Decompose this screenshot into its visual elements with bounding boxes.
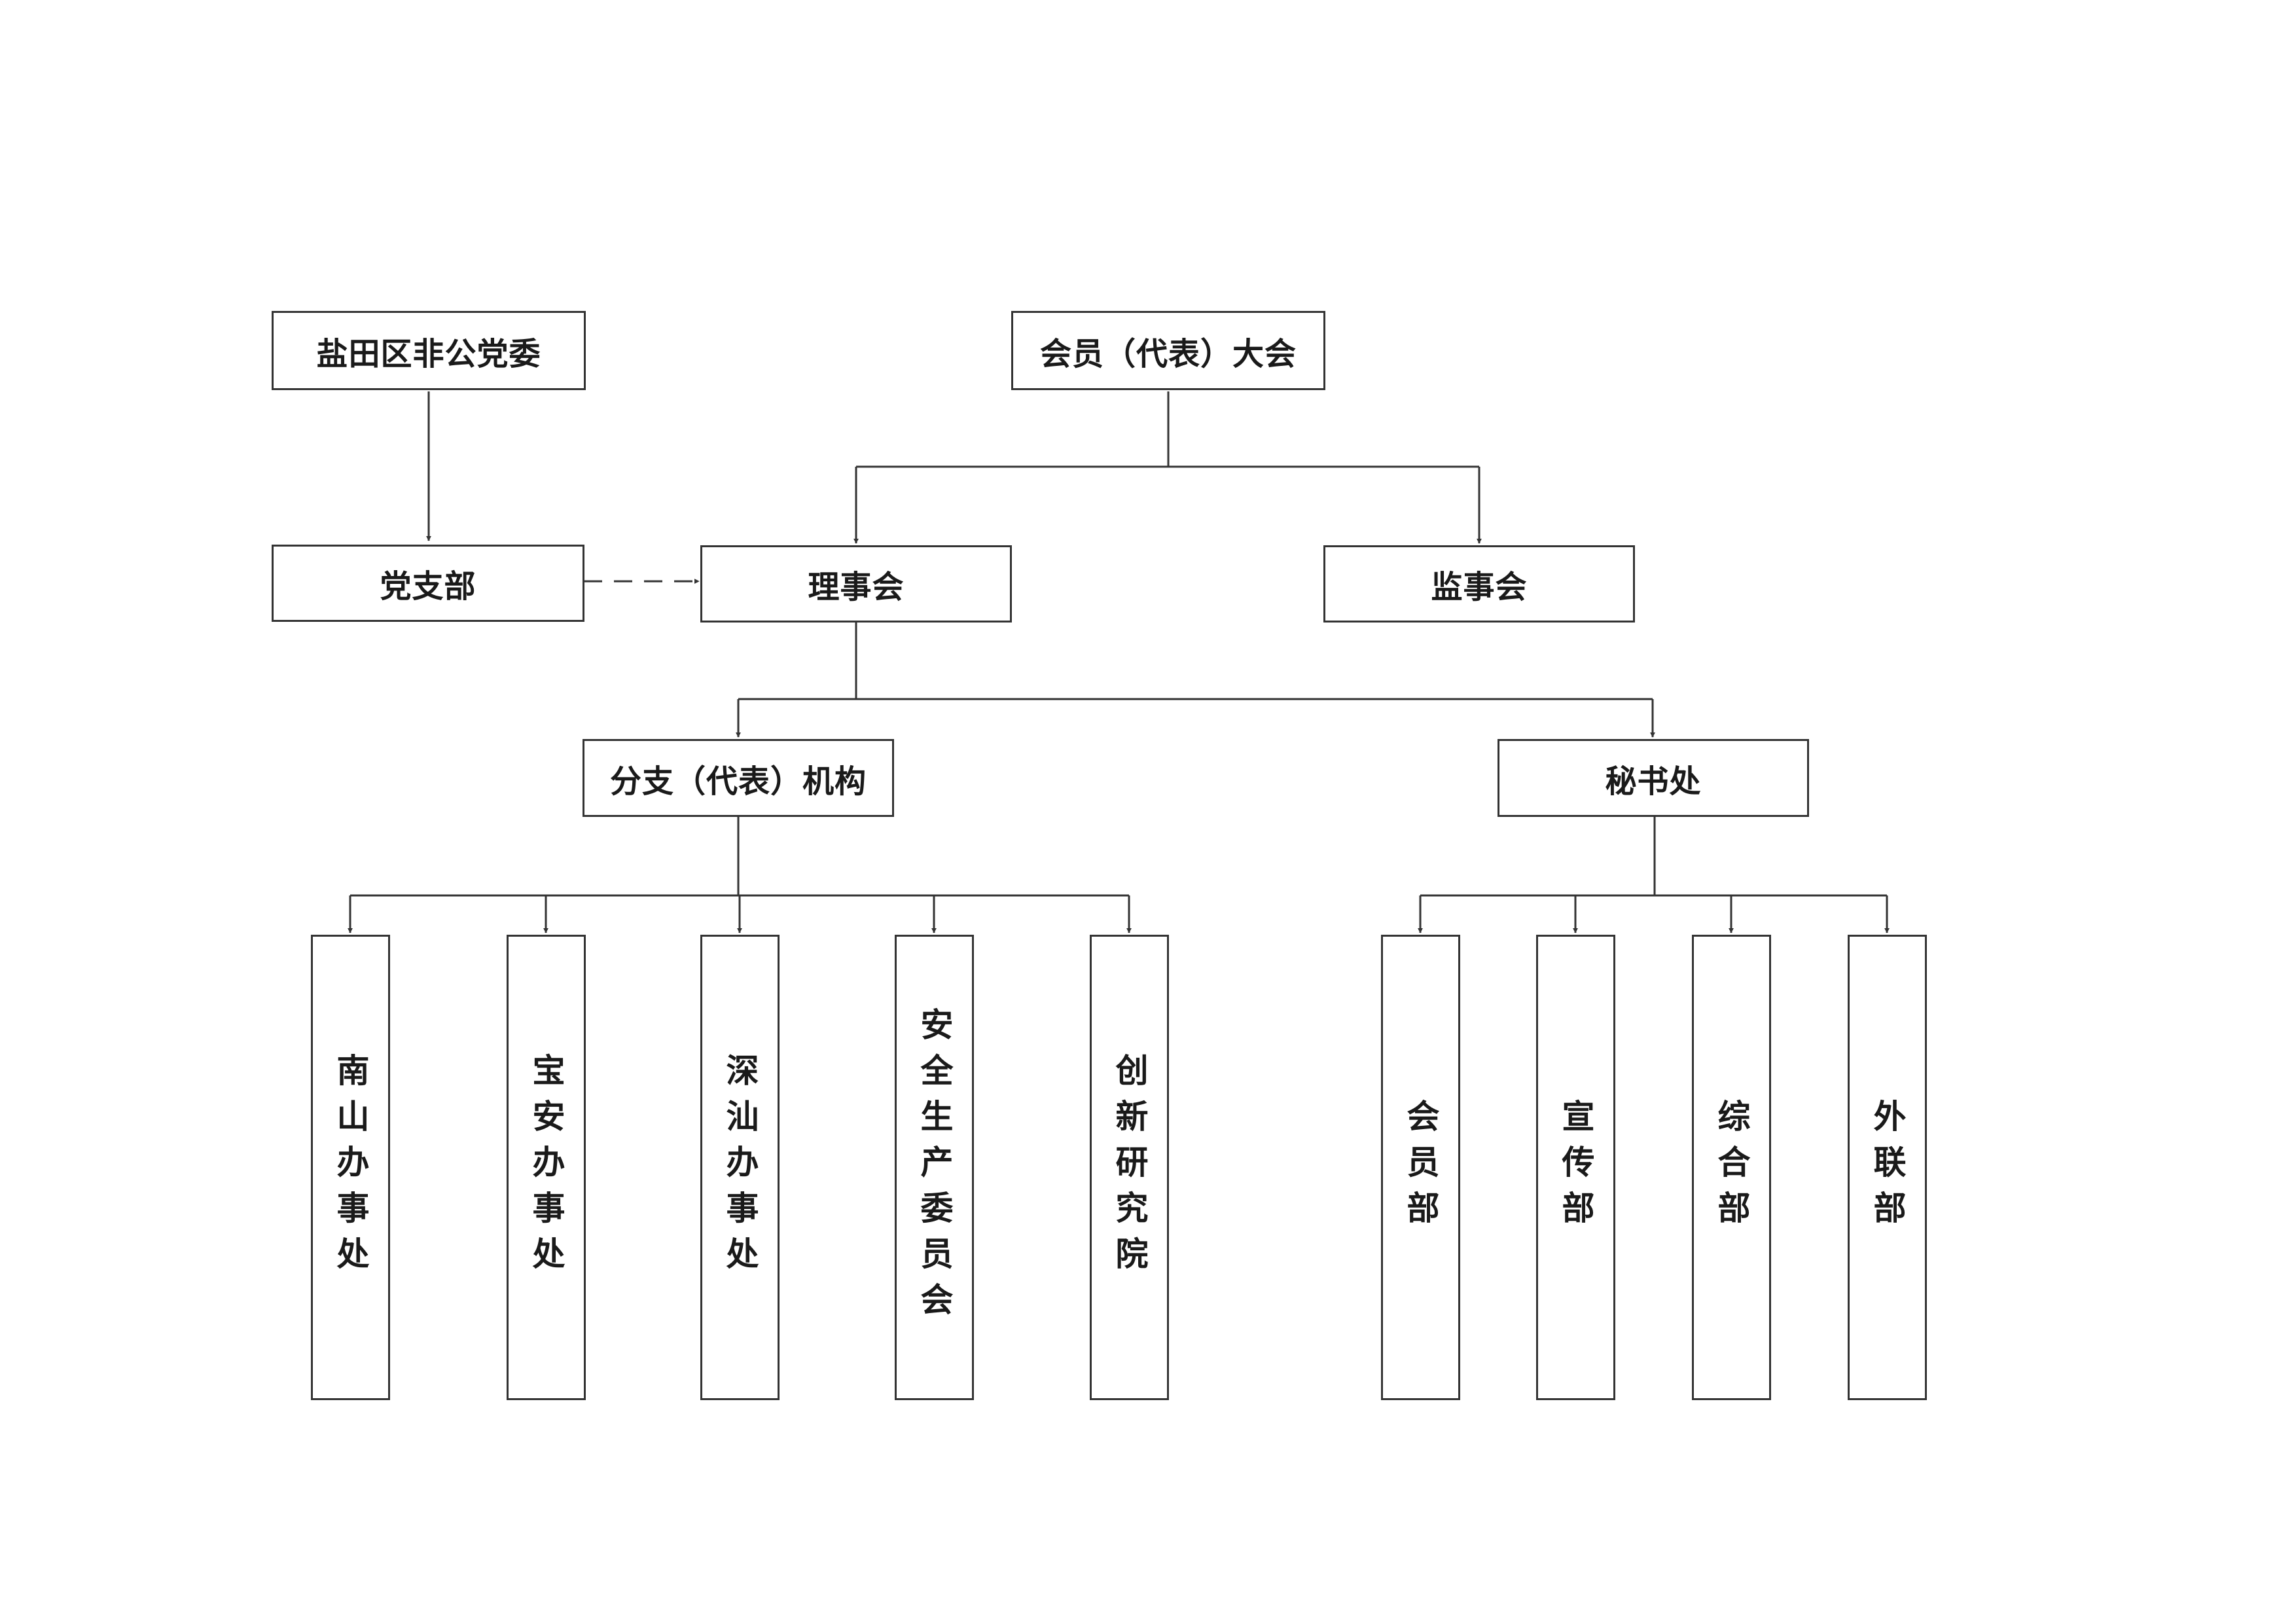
node-innovation-institute: 创新研究院 bbox=[1090, 935, 1169, 1400]
node-safety-committee: 安全生产委员会 bbox=[895, 935, 974, 1400]
node-secretariat-label: 秘书处 bbox=[1605, 763, 1702, 800]
node-general-assembly-label: 会员（代表）大会 bbox=[1039, 335, 1297, 372]
node-party-committee-label: 盐田区非公党委 bbox=[316, 335, 541, 372]
node-general-assembly: 会员（代表）大会 bbox=[1011, 311, 1325, 390]
node-party-committee: 盐田区非公党委 bbox=[272, 311, 586, 390]
node-council-label: 理事会 bbox=[808, 569, 905, 605]
node-baoan-office: 宝安办事处 bbox=[507, 935, 586, 1400]
node-supervisory-board: 监事会 bbox=[1323, 545, 1635, 623]
node-safety-committee-label: 安全生产委员会 bbox=[915, 1007, 954, 1328]
node-branch-offices-label: 分支（代表）机构 bbox=[609, 763, 867, 800]
node-general-dept: 综合部 bbox=[1692, 935, 1771, 1400]
node-innovation-institute-label: 创新研究院 bbox=[1110, 1053, 1149, 1282]
node-membership-dept: 会员部 bbox=[1381, 935, 1460, 1400]
node-membership-dept-label: 会员部 bbox=[1401, 1098, 1440, 1236]
node-nanshan-office-label: 南山办事处 bbox=[331, 1053, 370, 1282]
node-publicity-dept-label: 宣传部 bbox=[1556, 1098, 1595, 1236]
node-party-branch-label: 党支部 bbox=[380, 568, 476, 605]
node-supervisory-board-label: 监事会 bbox=[1431, 569, 1528, 605]
node-publicity-dept: 宣传部 bbox=[1536, 935, 1615, 1400]
node-branch-offices: 分支（代表）机构 bbox=[583, 739, 894, 817]
node-shenshan-office-label: 深汕办事处 bbox=[721, 1053, 759, 1282]
node-nanshan-office: 南山办事处 bbox=[311, 935, 390, 1400]
node-council: 理事会 bbox=[700, 545, 1012, 623]
node-secretariat: 秘书处 bbox=[1498, 739, 1809, 817]
node-general-dept-label: 综合部 bbox=[1712, 1098, 1751, 1236]
node-external-liaison-dept: 外联部 bbox=[1848, 935, 1927, 1400]
node-party-branch: 党支部 bbox=[272, 545, 584, 622]
node-baoan-office-label: 宝安办事处 bbox=[527, 1053, 565, 1282]
node-shenshan-office: 深汕办事处 bbox=[700, 935, 780, 1400]
node-external-liaison-dept-label: 外联部 bbox=[1868, 1098, 1907, 1236]
